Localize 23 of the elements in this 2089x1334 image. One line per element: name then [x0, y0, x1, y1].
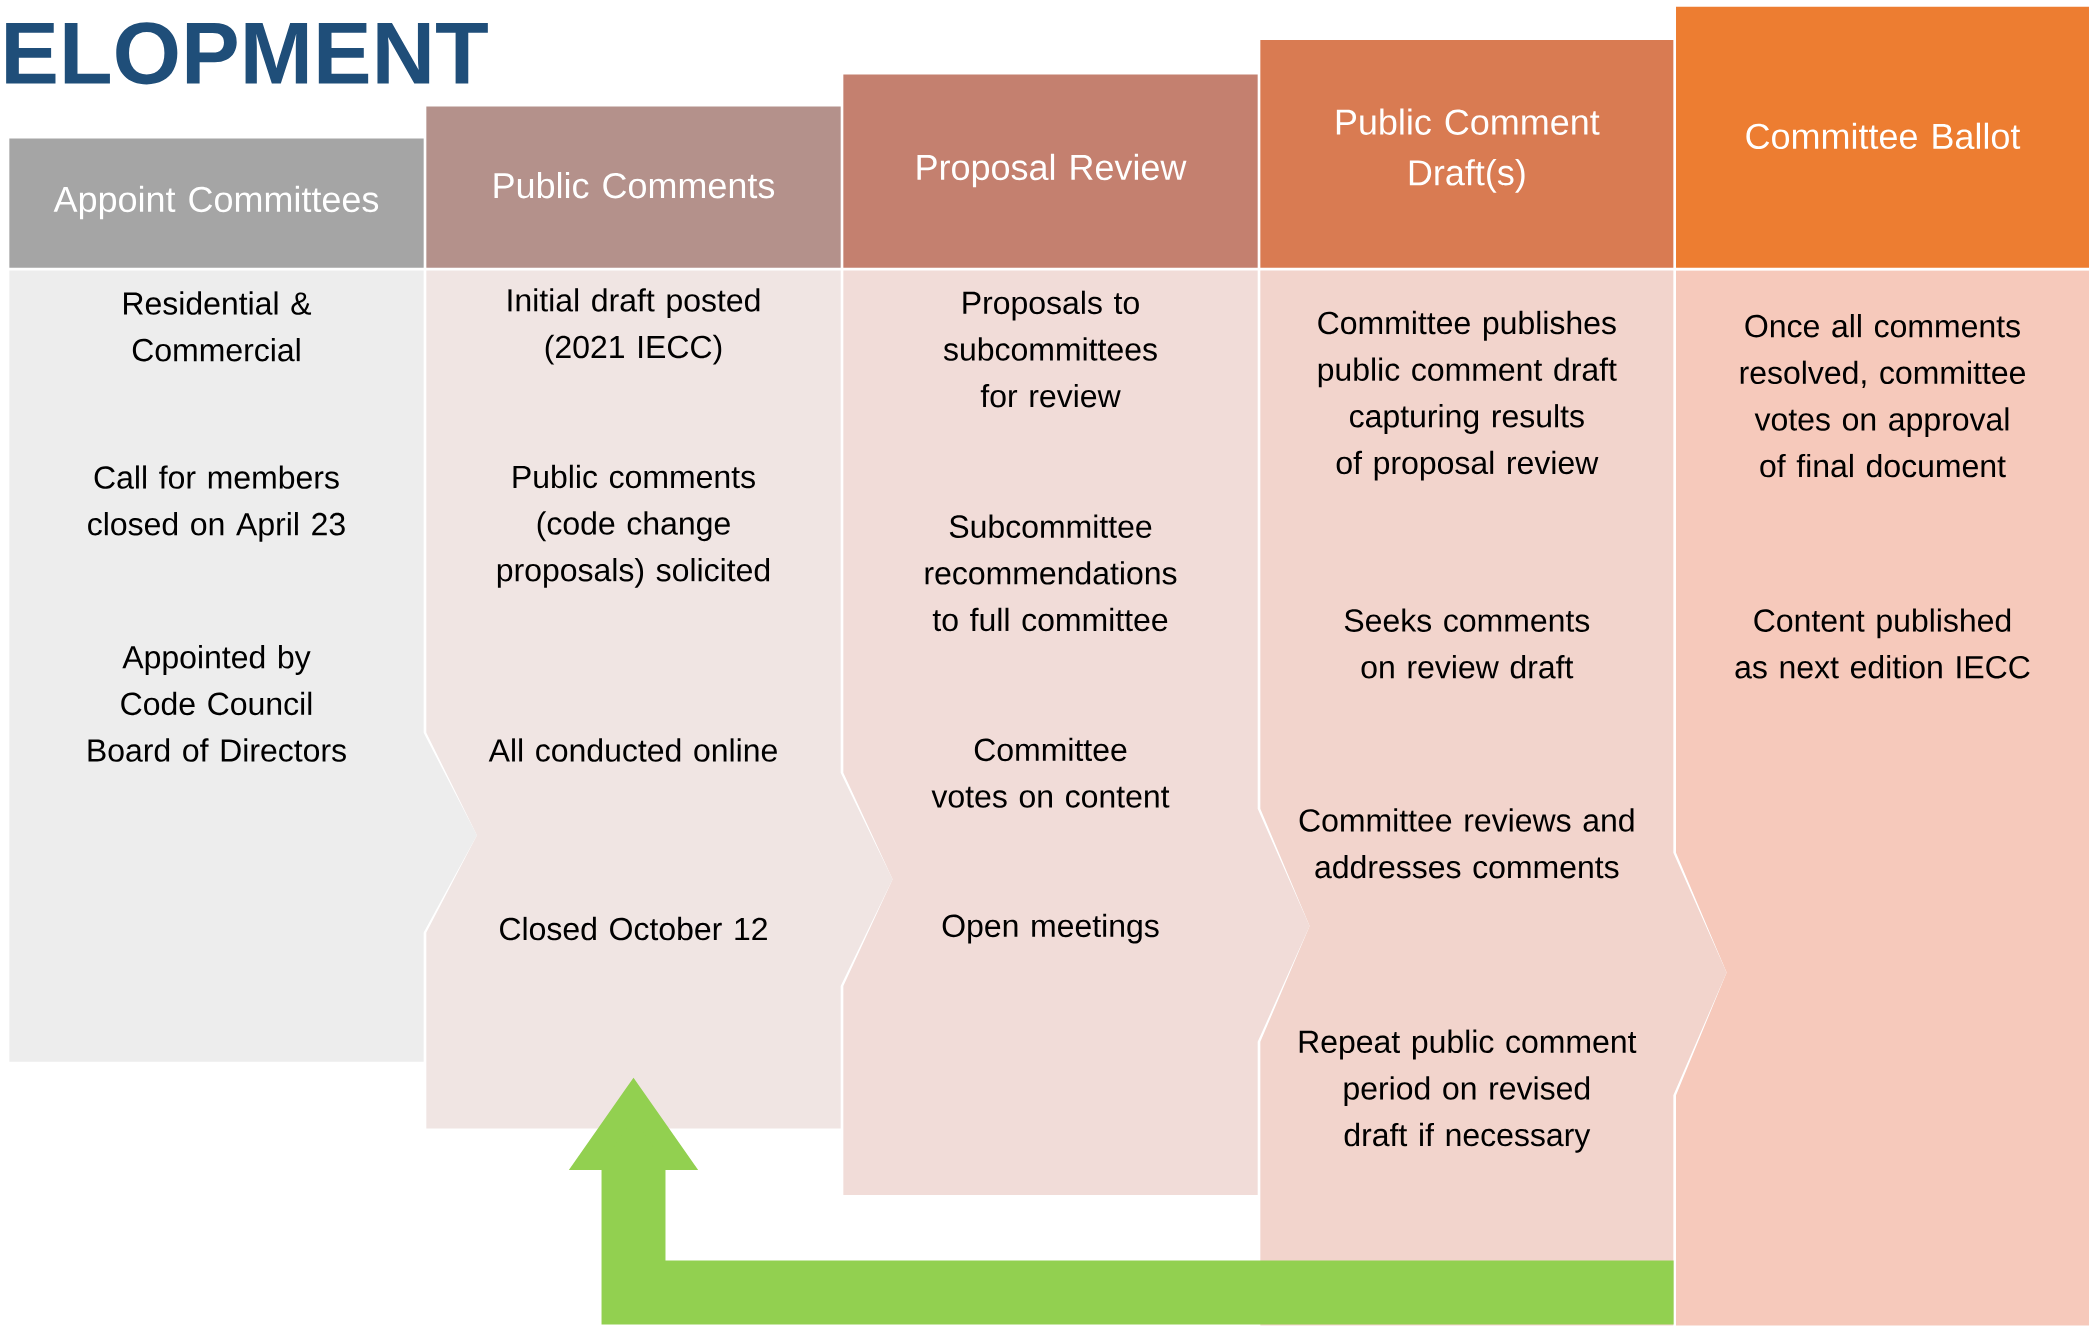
step-text: Repeat public comment period on revised draft if necessary — [1299, 1029, 1637, 1153]
step-text: Residential & Commercial — [124, 291, 312, 362]
step-text: Committee publishes public comment draft capturing results of proposal review — [1318, 311, 1617, 481]
step-text: Public comments (code change proposals) solicited — [497, 464, 770, 588]
step-text: Initial draft posted (2021 IECC) — [508, 288, 760, 365]
step-text: Appointed by Code Council Board of Directors — [88, 645, 346, 762]
header-box: Committee Ballot — [1676, 6, 2089, 268]
step-text: Subcommittee recommendations to full committee — [925, 514, 1177, 632]
step-text: Closed October 12 — [500, 917, 767, 941]
step-text: Committee reviews and addresses comments — [1299, 808, 1634, 879]
header-box: Proposal Review — [843, 74, 1258, 268]
header-box: Appoint Committees — [9, 138, 424, 268]
header-box: Public Comments — [426, 106, 841, 268]
step-text: Seeks comments on review draft — [1344, 608, 1590, 679]
step-text: Committee votes on content — [931, 737, 1170, 808]
step-text: Open meetings — [942, 913, 1159, 944]
step-text: Call for members closed on April 23 — [88, 465, 345, 543]
step-text: Proposals to subcommittees for review — [943, 290, 1157, 408]
step-text: Once all comments resolved, committee votes on approval of final document — [1740, 314, 2025, 478]
step-text: Content published as next edition IECC — [1735, 608, 2030, 679]
step-text: All conducted online — [488, 738, 777, 762]
header-box: Public Comment Draft(s) — [1260, 40, 1674, 268]
page-title: ELOPMENT — [6, 22, 488, 85]
